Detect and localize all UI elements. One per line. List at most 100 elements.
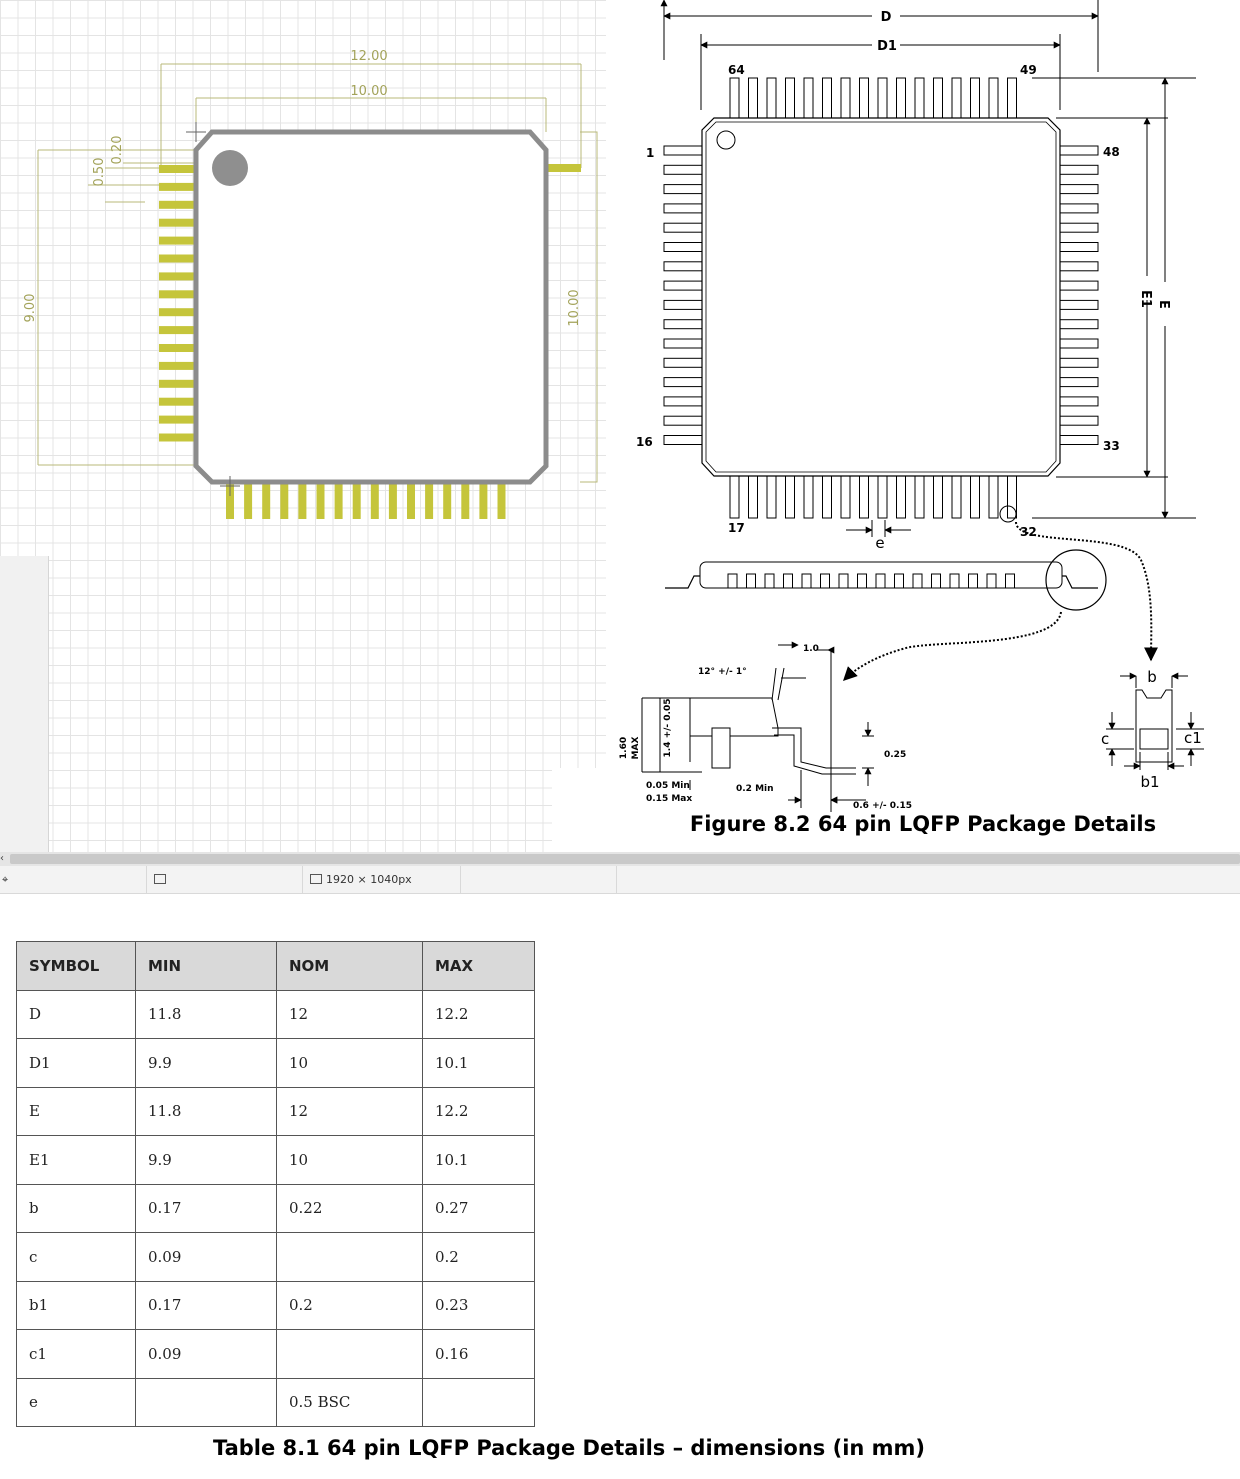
scrollbar-thumb[interactable] [10,854,1240,864]
top-pin [766,77,777,119]
bottom-pad [407,484,415,519]
left-pad [159,290,194,299]
pin-label-1: 1 [646,146,654,160]
left-pin [663,357,703,368]
left-pads [159,165,194,442]
left-pin [663,203,703,214]
bottom-pad [244,484,253,519]
bottom-pin [951,475,962,519]
footprint-drawing: 12.00 10.00 0.50 0.20 9.00 10.00 [23,49,598,519]
left-pad [159,433,194,442]
selection-icon [154,874,166,884]
right-pin [1059,261,1099,272]
top-pin [914,77,925,119]
bottom-pins [729,475,1017,519]
cell-symbol: D [16,989,136,1039]
top-pin [803,77,814,119]
left-pad [159,361,194,370]
right-pin [1059,435,1099,445]
left-pin [663,319,703,330]
side-lead [746,573,756,589]
cell-max: 10.1 [422,1135,535,1185]
left-pad [159,236,194,245]
side-lead [912,573,923,589]
cell-symbol: b1 [16,1280,136,1330]
left-pin [663,415,703,426]
left-pin [663,222,703,233]
right-pin [1059,396,1099,407]
detail-circle-small [999,505,1017,523]
side-lead [875,573,886,589]
table-header-row: SYMBOL MIN NOM MAX [16,941,535,991]
left-pin [663,435,703,445]
detail-body-thickness: 1.4 +/- 0.05 [663,699,673,758]
cell-min: 11.8 [135,1086,277,1136]
side-lead [931,573,941,589]
side-lead [894,573,904,589]
right-pin [1059,299,1099,310]
cell-nom [276,1329,423,1379]
detail-max-height: 1.60 [619,737,629,759]
horizontal-scrollbar[interactable]: ‹ [0,852,1240,866]
right-pin [1059,164,1099,175]
right-pin [1059,184,1099,195]
top-pin [785,77,795,119]
header-symbol: SYMBOL [16,941,136,991]
label-D1: D1 [877,39,897,54]
bottom-pin [970,475,980,519]
cell-min: 9.9 [135,1135,277,1185]
left-pad [159,165,194,173]
right-pin [1059,145,1099,156]
bottom-pad [443,484,452,519]
cell-nom: 0.22 [276,1183,423,1233]
cell-symbol: E1 [16,1135,136,1185]
cell-symbol: e [16,1377,136,1427]
top-pin [859,77,869,119]
left-pad [159,415,194,424]
right-pin [1059,415,1099,426]
cell-min: 0.17 [135,1183,277,1233]
bottom-pad [461,484,470,519]
cell-min: 0.09 [135,1329,277,1379]
detail-foot-min: 0.2 Min [736,784,774,794]
left-pin [663,338,703,349]
bottom-pad [479,484,488,519]
left-pin [663,242,703,252]
page-size-text: 1920 × 1040px [326,873,412,886]
cad-canvas[interactable]: 12.00 10.00 0.50 0.20 9.00 10.00 [0,0,610,858]
bottom-pin [729,475,740,519]
right-pin [1059,280,1099,291]
scroll-left-icon[interactable]: ‹ [0,853,4,864]
page-size-icon [310,874,322,884]
lead-detail [641,641,874,812]
cell-min [135,1377,277,1427]
side-lead [968,573,978,589]
cell-max: 10.1 [422,1038,535,1088]
cell-max [422,1377,535,1427]
cell-symbol: E [16,1086,136,1136]
left-pins [663,145,703,445]
top-pins [729,77,1017,119]
right-pad [546,164,581,172]
bottom-pin [914,475,925,519]
top-pin [877,77,888,119]
label-b: b [1147,668,1157,686]
side-lead [764,573,775,589]
cell-max: 0.23 [422,1280,535,1330]
cell-min: 11.8 [135,989,277,1039]
cell-symbol: b [16,1183,136,1233]
bottom-pad [226,484,234,519]
left-pad [159,254,194,263]
top-pin [822,77,832,119]
status-bar: ⌖ 1920 × 1040px [0,866,1240,894]
dim-pin-span: 9.00 [23,294,38,323]
bottom-pad [262,484,271,519]
dim-body-width: 10.00 [350,84,387,99]
cell-nom: 10 [276,1038,423,1088]
cell-min: 9.9 [135,1038,277,1088]
bottom-pad [388,484,397,519]
